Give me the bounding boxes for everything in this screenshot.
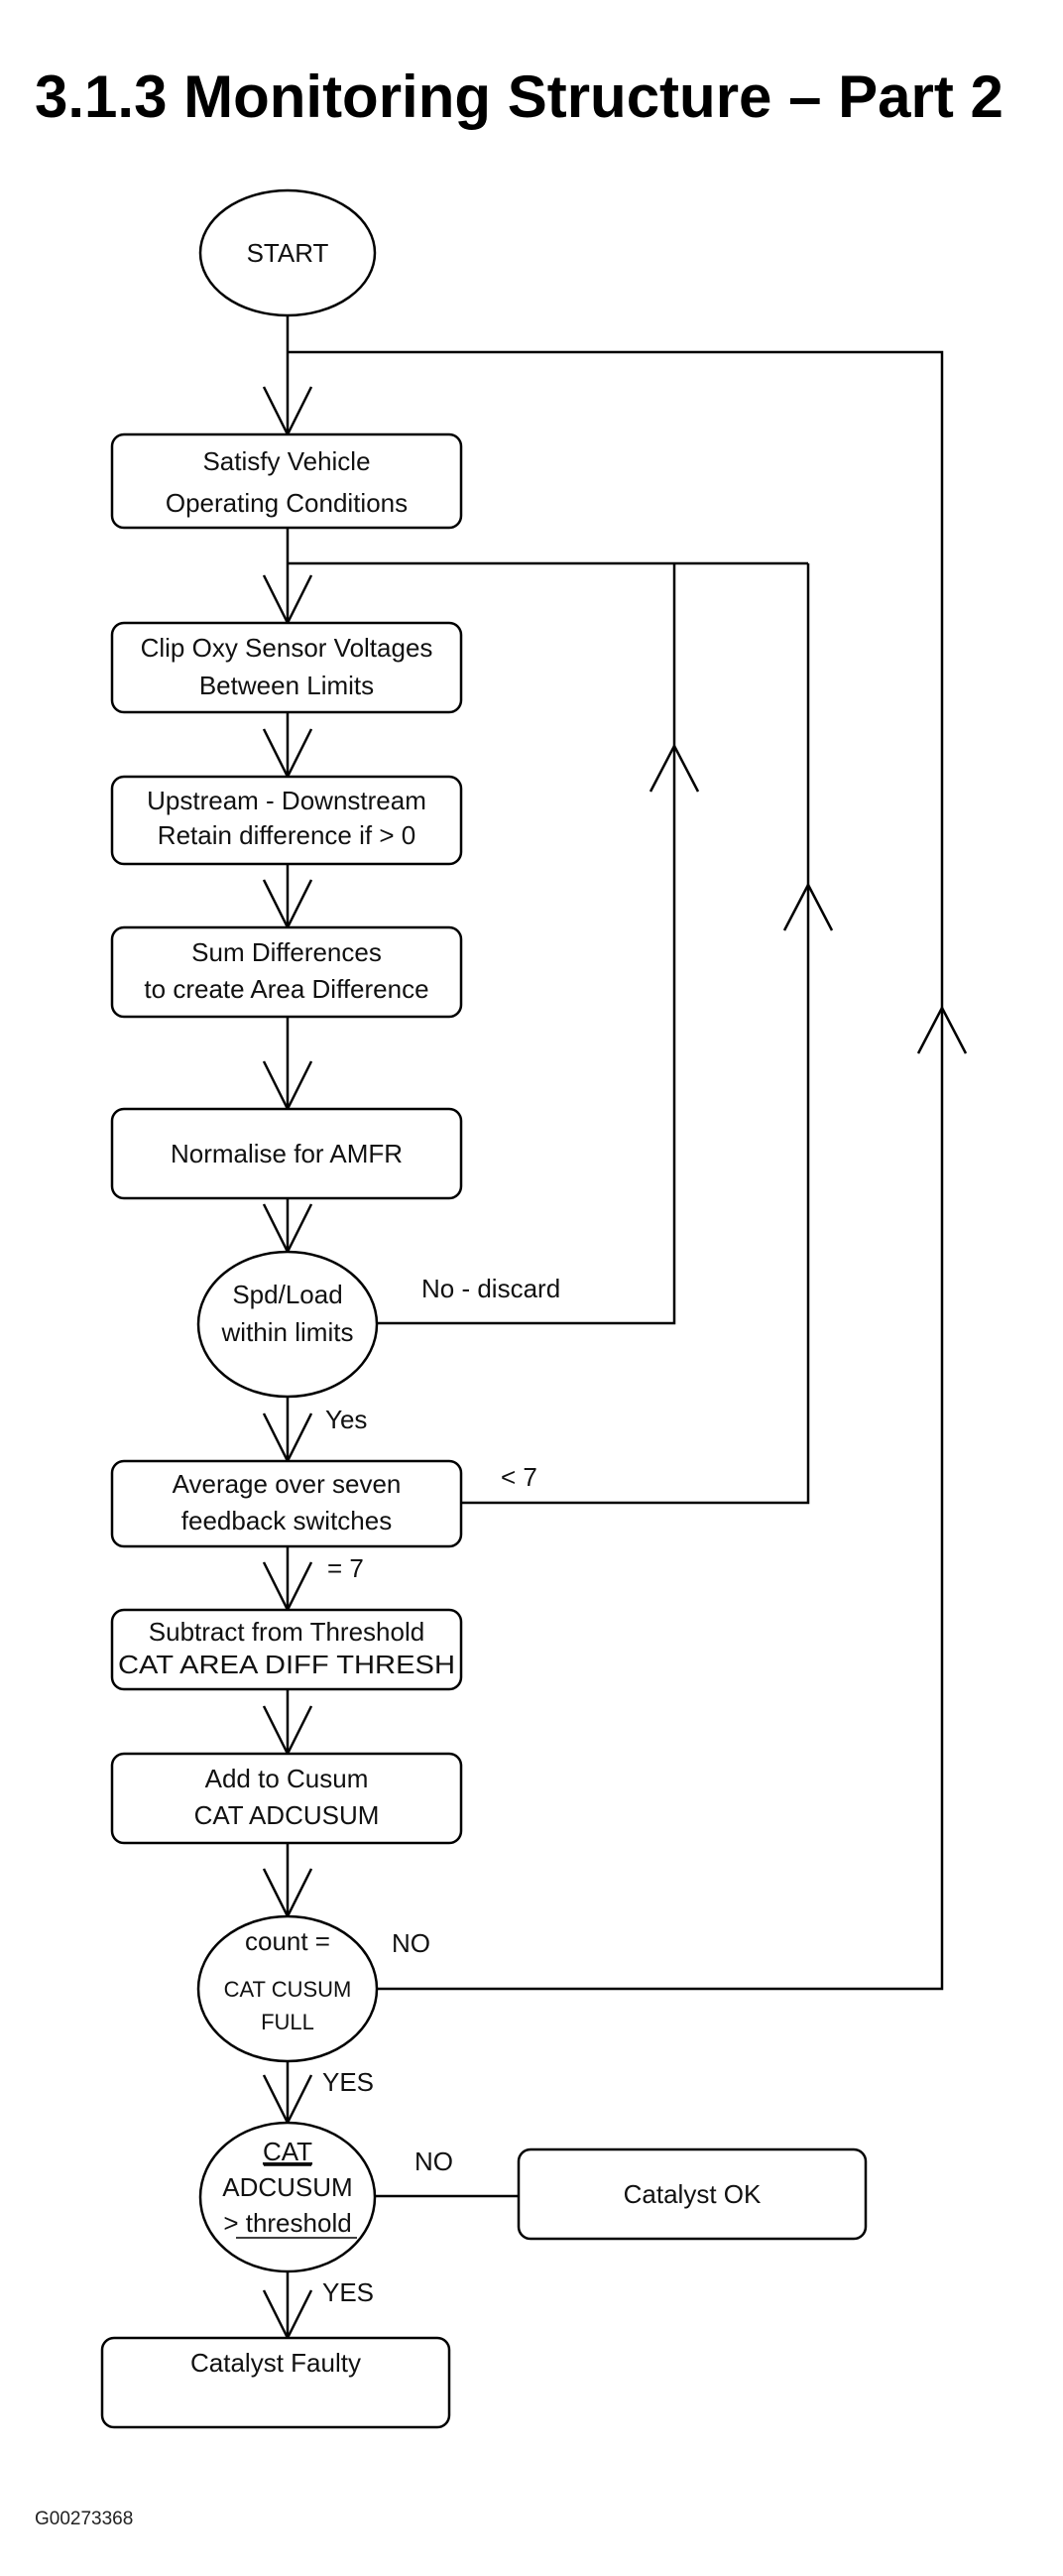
count-label-line2: CAT CUSUM: [224, 1977, 352, 2002]
edge-count-no-loop: [288, 350, 944, 1991]
add-box: [110, 1752, 463, 1845]
page-title: 3.1.3 Monitoring Structure – Part 2: [35, 63, 1004, 130]
count-ellipse: [196, 1914, 379, 2063]
start-label: START: [247, 238, 329, 268]
clip-label-line2: Between Limits: [199, 671, 374, 700]
node-spd-load-decision: Spd/Load within limits: [196, 1250, 379, 1399]
edge-label-yes: Yes: [325, 1405, 367, 1434]
edge-label-count-no: NO: [392, 1928, 430, 1958]
edge-average-lt7-loop: [461, 563, 810, 1505]
subtract-label-line2: CAT AREA DIFF THRESH: [118, 1650, 455, 1679]
average-box: [110, 1459, 463, 1548]
node-upstream-downstream: Upstream - Downstream Retain difference …: [110, 775, 463, 866]
subtract-label-line1: Subtract from Threshold: [149, 1617, 424, 1647]
arrowhead-up: [649, 743, 700, 793]
updown-box: [110, 775, 463, 866]
spdload-label-line2: within limits: [221, 1317, 354, 1347]
satisfy-box: [110, 432, 463, 530]
node-adcusum-decision: CAT ADCUSUM > threshold: [198, 2121, 377, 2273]
adcusum-label-line3: > threshold: [223, 2208, 351, 2238]
node-start: START: [198, 188, 377, 317]
clip-box: [110, 621, 463, 714]
sum-label-line2: to create Area Difference: [144, 974, 428, 1004]
arrowhead-up: [782, 882, 834, 931]
node-add-cusum: Add to Cusum CAT ADCUSUM: [110, 1752, 463, 1845]
catalyst-faulty-label: Catalyst Faulty: [190, 2348, 361, 2378]
edge-label-adcusum-yes: YES: [322, 2277, 374, 2307]
clip-label-line1: Clip Oxy Sensor Voltages: [141, 633, 433, 663]
edge-label-lt7: < 7: [501, 1462, 537, 1492]
edge-label-no-discard: No - discard: [421, 1274, 560, 1303]
adcusum-ellipse: [198, 2121, 377, 2273]
normalise-box: [110, 1107, 463, 1200]
edge-label-count-yes: YES: [322, 2067, 374, 2097]
node-normalise: Normalise for AMFR: [110, 1107, 463, 1200]
catalyst-faulty-box: [100, 2336, 451, 2429]
node-sum-differences: Sum Differences to create Area Differenc…: [110, 925, 463, 1019]
count-label-line1: count =: [245, 1926, 330, 1956]
add-label-line1: Add to Cusum: [205, 1764, 369, 1793]
figure-id: G00273368: [35, 2509, 133, 2529]
sum-box: [110, 925, 463, 1019]
edge-label-adcusum-no: NO: [414, 2147, 453, 2176]
satisfy-label-line1: Satisfy Vehicle: [202, 446, 370, 476]
satisfy-label-line2: Operating Conditions: [166, 488, 408, 518]
node-average: Average over seven feedback switches: [110, 1459, 463, 1548]
average-label-line1: Average over seven: [173, 1469, 402, 1499]
node-satisfy-conditions: Satisfy Vehicle Operating Conditions: [110, 432, 463, 530]
normalise-label: Normalise for AMFR: [171, 1139, 403, 1168]
updown-label-line2: Retain difference if > 0: [158, 820, 415, 850]
edge-label-eq7: = 7: [327, 1553, 364, 1583]
node-count-decision: count = CAT CUSUM FULL: [196, 1914, 379, 2063]
subtract-box: [110, 1608, 463, 1691]
node-subtract-threshold: Subtract from Threshold CAT AREA DIFF TH…: [110, 1608, 463, 1691]
sum-label-line1: Sum Differences: [191, 937, 382, 967]
catalyst-ok-label: Catalyst OK: [624, 2179, 762, 2209]
edge-spdload-discard-loop: [377, 563, 676, 1325]
start-terminal: [198, 188, 377, 317]
node-catalyst-faulty: Catalyst Faulty: [100, 2336, 451, 2429]
add-label-line2: CAT ADCUSUM: [194, 1800, 380, 1830]
count-label-line3: FULL: [261, 2010, 314, 2034]
connectors: [286, 315, 944, 2338]
arrowhead-up: [916, 1005, 968, 1054]
average-label-line2: feedback switches: [181, 1506, 392, 1535]
spdload-ellipse: [196, 1250, 379, 1399]
adcusum-label-line1: CAT: [263, 2137, 312, 2166]
node-catalyst-ok: Catalyst OK: [517, 2147, 868, 2241]
catalyst-ok-box: [517, 2147, 868, 2241]
node-clip-voltages: Clip Oxy Sensor Voltages Between Limits: [110, 621, 463, 714]
updown-label-line1: Upstream - Downstream: [147, 786, 426, 815]
edge-labels: No - discard Yes < 7 = 7 NO YES NO YES: [322, 1274, 560, 2307]
spdload-label-line1: Spd/Load: [232, 1280, 342, 1309]
adcusum-label-line2: ADCUSUM: [222, 2172, 352, 2202]
